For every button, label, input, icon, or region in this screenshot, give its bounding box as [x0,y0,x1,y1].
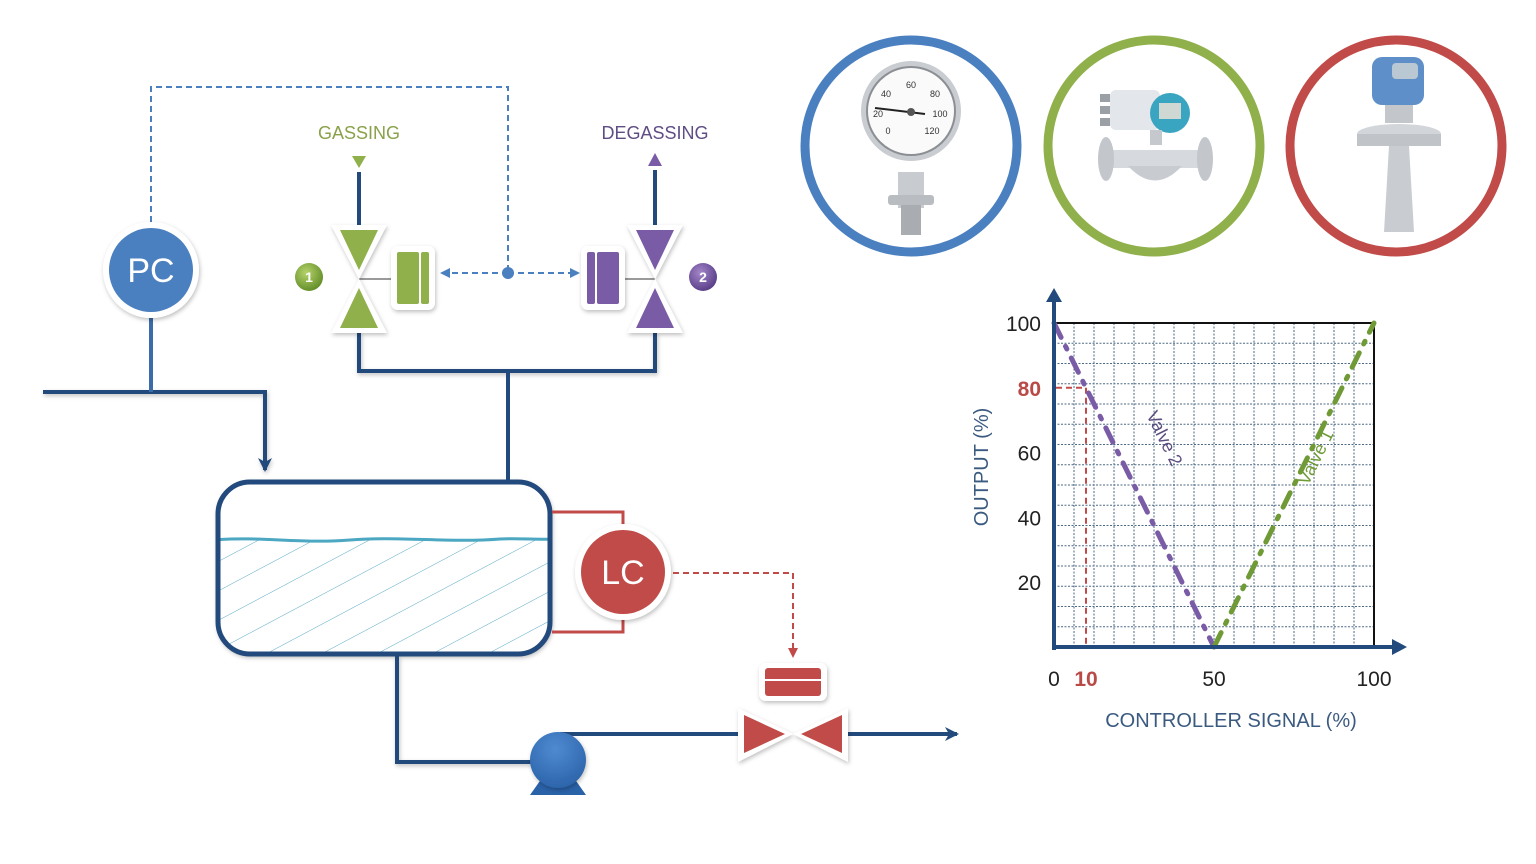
svg-text:20: 20 [873,109,883,119]
signal-split-node [502,267,514,279]
x-tick-label: 100 [1356,668,1391,691]
valve-1-body-icon [340,230,378,328]
x-axis-title: CONTROLLER SIGNAL (%) [1105,710,1357,732]
series-line-valve-2 [1051,320,1217,650]
svg-text:40: 40 [881,89,891,99]
flow-meter-image [1043,35,1265,257]
liquid-level-line [220,537,548,543]
tank-outlet-pipe [395,656,532,764]
liquid-fill [220,538,548,653]
svg-text:120: 120 [924,126,939,136]
series-label-valve-1: Valve 1 [1294,427,1338,488]
valve-1-badge: 1 [295,263,323,291]
degassing-label: DEGASSING [601,123,708,143]
gassing-label: GASSING [318,123,400,143]
y-axis-arrow-icon [1046,288,1062,302]
process-diagram: GASSING DEGASSING 1 2 [43,86,959,795]
lc-label: LC [601,554,644,592]
pump-casing-icon [530,732,586,788]
valve-2-degassing[interactable] [581,225,683,333]
y-tick-label: 20 [1018,572,1041,595]
inlet-pipe [43,390,272,472]
gassing-inlet-icon [352,156,366,168]
lc-impulse-lines [552,510,625,634]
lc-signal-line [673,572,798,658]
radar-level-image [1285,35,1507,257]
gas-header-pipe [357,333,657,373]
pc-signal-line [150,86,509,273]
svg-text:2: 2 [699,269,707,285]
pressure-controller[interactable]: PC [103,222,199,318]
pressure-gauge-image: 60 40 80 20 100 0 120 [800,35,1022,257]
highlight-y-label: 80 [1018,378,1041,401]
pc-label: PC [127,252,174,290]
series-line-valve-1 [1211,320,1377,650]
chart-grid [1054,323,1374,647]
svg-text:100: 100 [932,109,947,119]
level-control-valve[interactable] [738,663,848,762]
split-range-chart: Valve 2 Valve 1 0 50 100 20 40 60 100 10… [971,288,1407,732]
y-tick-label: 40 [1018,507,1041,530]
highlight-guide-lines [1056,386,1087,647]
valve-1-gassing[interactable] [331,225,435,333]
y-tick-label: 60 [1018,443,1041,466]
pump[interactable] [530,732,586,795]
valve-2-body-icon [636,230,674,328]
valve-2-badge: 2 [689,263,717,291]
y-tick-label: 100 [1006,313,1041,336]
series-label-valve-2: Valve 2 [1142,408,1186,469]
level-valve-body-icon [744,715,842,753]
highlight-x-label: 10 [1074,668,1097,691]
level-controller[interactable]: LC [575,524,671,620]
x-tick-label: 0 [1048,668,1060,691]
instrument-photos: 60 40 80 20 100 0 120 [800,35,1507,257]
x-tick-label: 50 [1202,668,1225,691]
svg-text:1: 1 [305,269,313,285]
x-axis-arrow-icon [1392,639,1407,655]
separator-tank [215,479,553,657]
svg-text:60: 60 [906,80,916,90]
degassing-outlet-icon [648,153,662,166]
y-axis-title: OUTPUT (%) [971,408,993,527]
svg-text:80: 80 [930,89,940,99]
svg-text:0: 0 [885,126,890,136]
